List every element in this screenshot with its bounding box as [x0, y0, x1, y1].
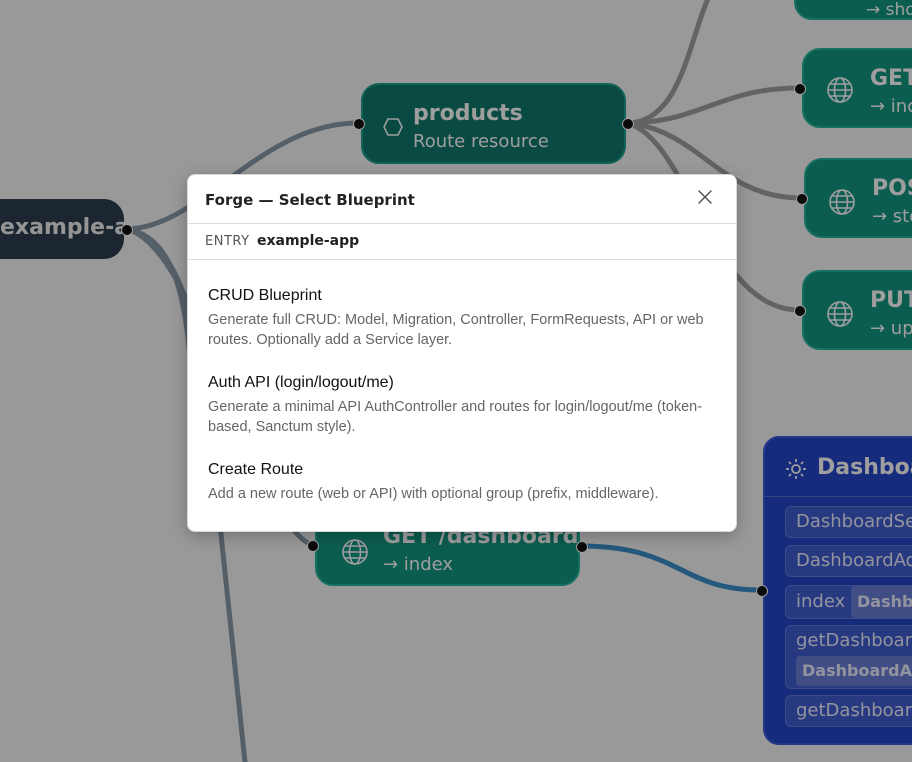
blueprint-name: Auth API (login/logout/me): [208, 374, 394, 391]
route-node-index-title: GET: [870, 66, 912, 91]
route-node-update[interactable]: PUT → up: [802, 270, 912, 350]
app-node-port[interactable]: [121, 224, 133, 236]
dialog-title: Forge — Select Blueprint: [205, 191, 415, 209]
select-blueprint-dialog: Forge — Select Blueprint ENTRY example-a…: [187, 174, 737, 532]
globe-icon: [828, 188, 856, 220]
gear-icon: [785, 458, 807, 484]
route-node-index[interactable]: GET → inc: [802, 48, 912, 128]
route-node-store-port[interactable]: [796, 193, 808, 205]
route-node-update-port[interactable]: [794, 305, 806, 317]
app-node[interactable]: example-app: [0, 199, 124, 259]
resource-node-products[interactable]: products Route resource: [361, 83, 626, 164]
edge-products-route-1: [624, 0, 711, 126]
blueprint-name: CRUD Blueprint: [208, 287, 322, 304]
close-icon[interactable]: [696, 188, 714, 206]
route-node-dashboard-out-port[interactable]: [576, 541, 588, 553]
route-node-index-port[interactable]: [794, 83, 806, 95]
dialog-header: Forge — Select Blueprint: [188, 175, 736, 224]
route-node-show-subtitle: → sho: [866, 0, 912, 20]
entry-label: ENTRY: [205, 234, 250, 249]
controller-node-title: Dashboar: [817, 455, 912, 480]
route-node-dashboard-subtitle: → index: [383, 554, 454, 575]
route-node-store-subtitle: → sto: [872, 206, 912, 227]
edge-dashboard-controller: [578, 543, 763, 593]
controller-row[interactable]: index Dashbo: [785, 585, 912, 619]
controller-row-text: DashboardAdr: [796, 550, 912, 571]
resource-node-title: products: [413, 101, 523, 126]
controller-node-port[interactable]: [756, 585, 768, 597]
controller-row-chip: DashboardAdr: [796, 656, 912, 686]
route-node-show[interactable]: → sho: [794, 0, 912, 20]
route-node-dashboard-in-port[interactable]: [307, 540, 319, 552]
route-node-update-subtitle: → up: [870, 318, 912, 339]
resource-node-subtitle: Route resource: [413, 131, 549, 152]
controller-row-text: getDashboard: [796, 630, 912, 651]
controller-row[interactable]: getDashboard DashboardAdr: [785, 625, 912, 689]
blueprint-description: Add a new route (web or API) with option…: [208, 486, 659, 502]
resource-node-in-port[interactable]: [353, 118, 365, 130]
controller-row[interactable]: DashboardAdr: [785, 545, 912, 577]
controller-row-text: getDashboard: [796, 700, 912, 721]
dialog-entry-bar: ENTRY example-app: [188, 223, 736, 260]
controller-row-text: index: [796, 591, 846, 612]
edge-products-route-2: [624, 85, 802, 126]
controller-row-chip: Dashbo: [850, 586, 912, 618]
resource-node-out-port[interactable]: [622, 118, 634, 130]
route-node-store-title: POS: [872, 176, 912, 201]
app-node-label: example-app: [0, 215, 124, 240]
hexagon-icon: [383, 118, 403, 140]
route-node-store[interactable]: POS → sto: [804, 158, 912, 238]
blueprint-description: Generate a minimal API AuthController an…: [208, 399, 703, 435]
globe-icon: [826, 300, 854, 332]
controller-node-dashboard[interactable]: Dashboar DashboardSer DashboardAdr index…: [763, 436, 912, 745]
entry-value: example-app: [257, 233, 360, 249]
blueprint-item-auth-api[interactable]: Auth API (login/logout/me) Generate a mi…: [208, 374, 718, 437]
edge-products-route-3: [624, 120, 804, 201]
route-node-update-title: PUT: [870, 288, 912, 313]
blueprint-name: Create Route: [208, 461, 304, 478]
controller-row[interactable]: getDashboard: [785, 695, 912, 727]
globe-icon: [341, 538, 369, 570]
globe-icon: [826, 76, 854, 108]
blueprint-item-crud[interactable]: CRUD Blueprint Generate full CRUD: Model…: [208, 287, 718, 350]
controller-row[interactable]: DashboardSer: [785, 506, 912, 538]
blueprint-item-create-route[interactable]: Create Route Add a new route (web or API…: [208, 461, 718, 504]
route-node-index-subtitle: → inc: [870, 96, 912, 117]
controller-row-text: DashboardSer: [796, 511, 912, 532]
controller-node-header: Dashboar: [765, 438, 912, 497]
blueprint-description: Generate full CRUD: Model, Migration, Co…: [208, 312, 704, 348]
